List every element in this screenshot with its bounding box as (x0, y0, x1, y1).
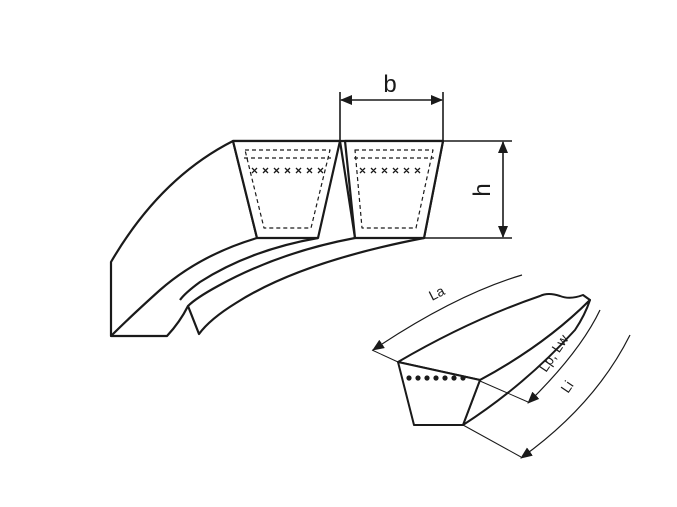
label-li: Li (557, 378, 576, 396)
dimension-b (339, 92, 444, 141)
single-belt-side (462, 299, 591, 426)
label-la: La (426, 282, 447, 303)
single-belt-cords (406, 375, 466, 381)
banded-belt-left-face (110, 140, 259, 337)
rib-right-inner (354, 149, 434, 229)
label-h: h (469, 183, 496, 196)
extension-lines (371, 349, 529, 458)
banded-belt-inner-curve (179, 236, 319, 301)
rib-left-section (231, 139, 342, 240)
arc-li (520, 334, 631, 459)
label-b: b (383, 71, 396, 98)
dimension-h (424, 140, 512, 239)
rib-left-inner (244, 149, 331, 229)
rib-right-section (343, 139, 445, 240)
banded-belt-mid-curve (187, 140, 357, 307)
banded-belt (109, 139, 445, 338)
arc-lp-lw (527, 309, 601, 404)
banded-belt-cords (251, 167, 421, 174)
single-belt (397, 293, 591, 426)
arc-la (372, 274, 523, 351)
